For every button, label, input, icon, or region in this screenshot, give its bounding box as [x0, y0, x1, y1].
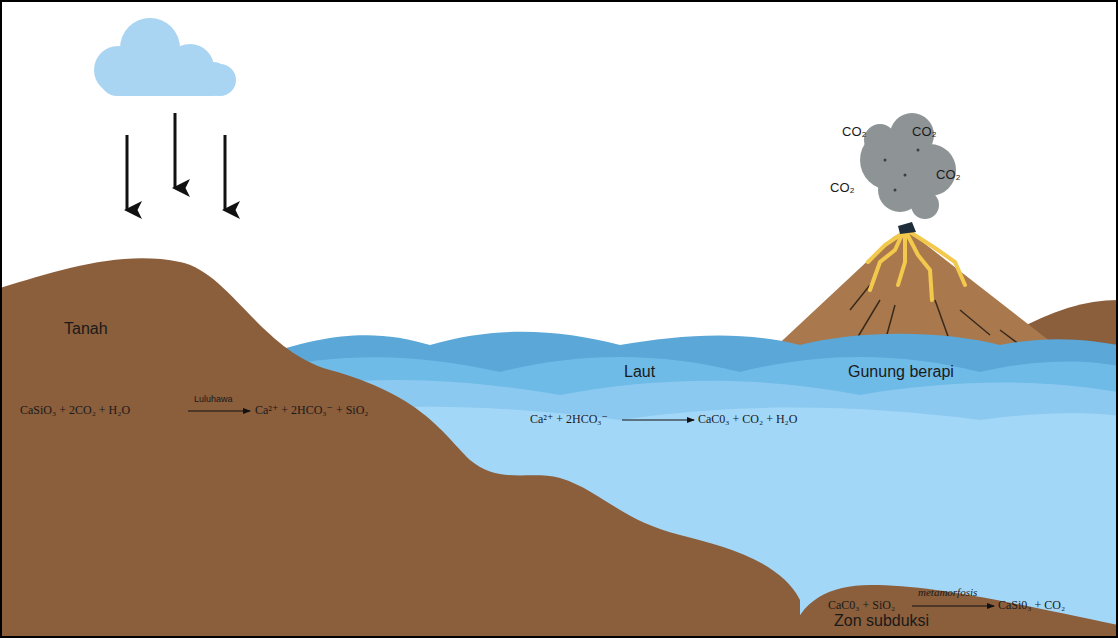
- equation: CaSi0₃ + CO₂: [998, 598, 1065, 613]
- smoke: [860, 113, 956, 219]
- cloud: [94, 18, 236, 96]
- equation: CaC0₃ + CO₂ + H₂O: [698, 412, 797, 427]
- region-label: Laut: [624, 363, 655, 381]
- gas-label: CO₂: [830, 180, 855, 195]
- process-label: metamorfosis: [918, 586, 977, 598]
- region-label: Zon subduksi: [834, 612, 929, 630]
- land: [0, 258, 800, 638]
- lava: [868, 228, 965, 300]
- region-label: Gunung berapi: [848, 363, 954, 381]
- equation: Ca²⁺ + 2HCO₃⁻ + SiO₂: [255, 403, 369, 418]
- equation: CaC0₃ + SiO₂: [828, 598, 895, 613]
- gas-label: CO₂: [912, 124, 937, 139]
- region-label: Tanah: [64, 320, 108, 338]
- rain-arrows: [127, 113, 225, 210]
- equation: CaSiO₃ + 2CO₂ + H₂O: [20, 403, 130, 418]
- reaction-arrows: [188, 411, 994, 606]
- subduction-zone: [790, 585, 1118, 638]
- gas-label: CO₂: [936, 167, 961, 182]
- equation: Ca²⁺ + 2HCO₃⁻: [530, 412, 608, 427]
- gas-label: CO₂: [842, 124, 867, 139]
- process-label: Luluhawa: [194, 394, 233, 404]
